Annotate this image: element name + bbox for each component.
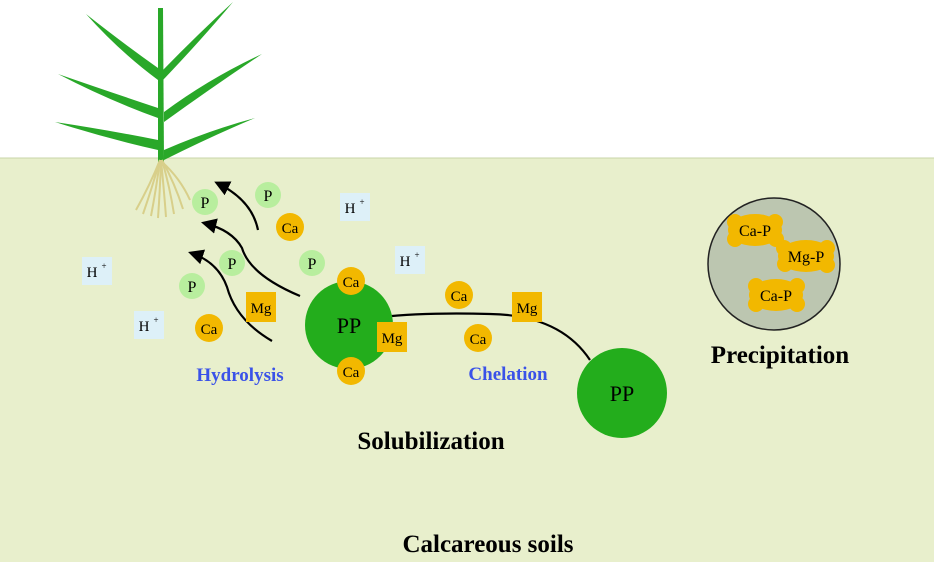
mg-ion-1: Mg [246,292,276,322]
p-ion-2: P [255,182,281,208]
svg-text:+: + [101,261,106,271]
svg-text:Ca: Ca [470,332,487,348]
ca-ion-4: Ca [464,324,492,352]
svg-text:H: H [139,319,150,335]
pp-circle-free [577,348,667,438]
solubilization-label: Solubilization [357,428,504,455]
svg-text:Mg: Mg [382,331,403,347]
mg-ion-complex: Mg [377,322,407,352]
svg-text:P: P [188,279,197,296]
svg-text:H: H [345,201,356,217]
svg-text:Ca: Ca [451,289,468,305]
svg-text:Ca: Ca [201,322,218,338]
svg-text:Mg: Mg [517,301,538,317]
h-ion-2: H + [395,246,425,274]
chelation-label: Chelation [468,364,548,385]
svg-text:H: H [400,254,411,270]
chelation-arrow [370,308,591,361]
precipitation-label: Precipitation [711,342,849,369]
svg-text:+: + [153,315,158,325]
p-ion-3: P [219,250,245,276]
plant-icon [55,2,262,219]
pp-complex: PP Ca Ca Mg [305,267,407,385]
svg-text:P: P [228,256,237,273]
precipitation-group: Ca-P Mg-P Ca-P [707,197,841,331]
arrow-1 [214,181,260,231]
roots-icon [135,159,191,219]
ca-ion-complex-bottom: Ca [337,357,365,385]
h-ion-3: H + [82,257,112,285]
h-ion-4: H + [134,311,164,339]
svg-text:Ca-P: Ca-P [760,288,792,305]
arrow-2 [201,218,301,298]
hydrolysis-arrows [188,181,301,342]
ca-ion-3: Ca [445,281,473,309]
svg-text:H: H [87,265,98,281]
pp-free-label: PP [610,381,634,406]
ca-p-blob-1: Ca-P [727,214,784,247]
svg-text:Ca: Ca [343,365,360,381]
ca-ion-2: Ca [195,314,223,342]
arrow-3 [188,249,273,342]
hydrolysis-label: Hydrolysis [196,365,283,386]
ca-ion-1: Ca [276,213,304,241]
svg-text:Mg: Mg [251,301,272,317]
svg-text:+: + [359,197,364,207]
ca-p-blob-2: Ca-P [748,278,805,312]
p-ion-5: P [299,250,325,276]
svg-text:Ca: Ca [343,275,360,291]
svg-text:Ca-P: Ca-P [739,223,771,240]
svg-text:P: P [264,188,273,205]
svg-text:Mg-P: Mg-P [788,249,825,266]
pp-free: PP [577,348,667,438]
mg-p-blob: Mg-P [776,240,835,273]
pp-circle-central [305,281,393,369]
svg-text:+: + [414,250,419,260]
ca-ion-complex-top: Ca [337,267,365,295]
sky-area [0,0,934,158]
calcareous-soils-label: Calcareous soils [402,531,573,558]
svg-text:Ca: Ca [282,221,299,237]
p-ion-1: P [192,189,218,215]
pp-central-label: PP [337,313,361,338]
p-ion-4: P [179,273,205,299]
mg-ion-2: Mg [512,292,542,322]
svg-text:P: P [201,195,210,212]
h-ion-1: H + [340,193,370,221]
svg-text:P: P [308,256,317,273]
